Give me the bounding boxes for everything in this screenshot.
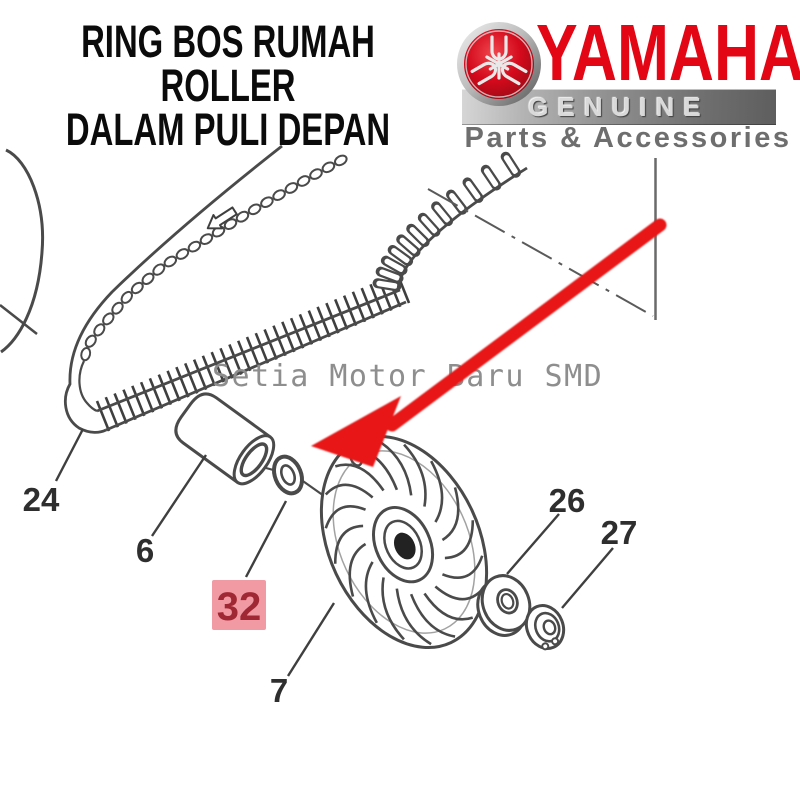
part-label-32-highlighted: 32 bbox=[217, 585, 262, 629]
product-title: RING BOS RUMAH ROLLER DALAM PULI DEPAN bbox=[62, 16, 395, 155]
red-arrow-shaft bbox=[385, 218, 667, 432]
part-label-26: 26 bbox=[549, 482, 586, 519]
belt-arc-edge bbox=[396, 166, 528, 291]
part-label-6: 6 bbox=[136, 532, 154, 569]
crankcase-outline bbox=[0, 148, 45, 354]
belt-teeth-hatch bbox=[95, 272, 411, 432]
yamaha-tuning-forks-emblem-icon bbox=[457, 22, 541, 106]
genuine-banner-label: GENUINE bbox=[528, 91, 710, 122]
hub-hole bbox=[393, 532, 416, 560]
red-arrow-head bbox=[311, 396, 401, 467]
belt-teeth-ovals bbox=[80, 154, 348, 362]
fan-blades bbox=[324, 438, 484, 646]
belt-edges bbox=[63, 144, 407, 434]
reference-lines bbox=[427, 158, 657, 320]
belt-direction-arrow-icon bbox=[206, 206, 238, 230]
part-label-27: 27 bbox=[601, 514, 638, 551]
belt-arc-teeth bbox=[372, 151, 521, 292]
part-7-pulley-fan bbox=[319, 435, 489, 649]
part-label-24: 24 bbox=[23, 481, 60, 518]
part-6-bushing bbox=[174, 392, 276, 486]
part-27-nut bbox=[524, 604, 566, 651]
red-arrow bbox=[311, 218, 667, 467]
part-26-washer bbox=[476, 574, 532, 637]
leader-lines bbox=[54, 428, 614, 677]
tuning-forks-icon bbox=[470, 35, 528, 86]
emblem-inner-ring bbox=[465, 30, 533, 98]
part-32-ring bbox=[272, 454, 304, 496]
brand-tagline: Parts & Accessories bbox=[464, 122, 792, 154]
part-label-7: 7 bbox=[270, 672, 288, 709]
part-32-highlight-box bbox=[212, 580, 266, 630]
watermark: Setia Motor Baru SMD bbox=[212, 359, 603, 394]
yamaha-wordmark: YAMAHA bbox=[536, 8, 800, 97]
center-line bbox=[427, 188, 654, 317]
product-title-line2: DALAM PULI DEPAN bbox=[65, 104, 391, 155]
product-title-line1: RING BOS RUMAH ROLLER bbox=[81, 16, 375, 111]
drive-belt bbox=[63, 144, 528, 434]
parts-diagram: Setia Motor Baru SMD 24 6 7 26 27 32 bbox=[0, 144, 667, 709]
part-labels: 24 6 7 26 27 32 bbox=[23, 481, 638, 709]
